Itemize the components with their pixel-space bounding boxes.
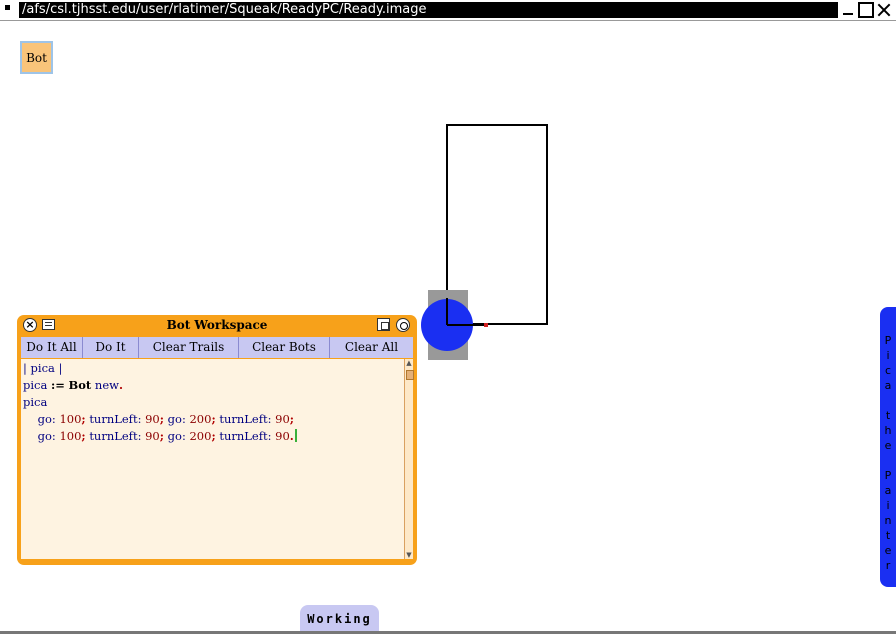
code-keyword: turnLeft: [89,412,142,426]
flap-label-char [886,393,890,408]
code-number: 90 [145,412,160,426]
bot-pen-dot [484,323,488,327]
scroll-thumb[interactable] [406,370,414,380]
cascade-semicolon: ; [289,412,295,426]
code-line-2: pica := Bot new. [23,377,402,394]
code-keyword: turnLeft: [219,429,272,443]
bot-trail [446,124,548,325]
window-menu-icon[interactable] [42,319,55,330]
flap-label-char: r [885,559,891,572]
code-keyword: go: [167,412,186,426]
code-keyword: turnLeft: [89,429,142,443]
code-keyword: turnLeft: [219,412,272,426]
flap-label-char: i [886,349,890,362]
expand-icon[interactable] [396,318,410,332]
clear-bots-button[interactable]: Clear Bots [239,337,330,358]
working-flap-tab[interactable]: Working [300,605,379,634]
minimize-icon[interactable] [840,2,856,18]
code-number: 90 [275,412,290,426]
code-message: new [94,378,119,392]
temp-declaration: | pica | [23,361,63,375]
flap-label-char: P [884,334,892,347]
statement-period: . [118,378,123,392]
code-keyword: go: [37,429,56,443]
clear-trails-button[interactable]: Clear Trails [139,337,239,358]
close-icon[interactable]: × [23,318,37,332]
code-line-4: go: 100; turnLeft: 90; go: 200; turnLeft… [23,411,402,428]
code-class-name: Bot [68,378,92,392]
do-it-button[interactable]: Do It [83,337,139,358]
cascade-semicolon: ; [81,429,86,443]
workspace-scrollbar[interactable]: ▲ ▼ [404,359,414,559]
cascade-semicolon: ; [211,412,216,426]
bottom-edge [0,631,896,634]
flap-label-char: a [884,484,892,497]
flap-label-char: e [884,544,892,557]
workspace-button-bar: Do It All Do It Clear Trails Clear Bots … [21,337,413,358]
clear-all-button[interactable]: Clear All [330,337,413,358]
text-caret [294,429,297,442]
maximize-icon[interactable] [858,2,874,18]
code-variable: pica [23,378,48,392]
statement-period: . [289,429,294,443]
cascade-semicolon: ; [159,412,164,426]
code-line-3: pica [23,394,402,411]
code-number: 200 [189,412,212,426]
code-number: 90 [145,429,160,443]
code-number: 200 [189,429,212,443]
flap-label-char: i [886,499,890,512]
bot-button[interactable]: Bot [20,41,53,74]
window-titlebar[interactable]: /afs/csl.tjhsst.edu/user/rlatimer/Squeak… [0,0,896,21]
scroll-up-icon[interactable]: ▲ [406,359,412,367]
flap-label-char: c [884,364,892,377]
window-menu-icon[interactable] [5,5,10,10]
cascade-semicolon: ; [211,429,216,443]
code-line-5: go: 100; turnLeft: 90; go: 200; turnLeft… [23,428,402,445]
scroll-down-icon[interactable]: ▼ [406,551,412,559]
window-title: /afs/csl.tjhsst.edu/user/rlatimer/Squeak… [19,2,838,18]
code-number: 100 [59,412,82,426]
code-keyword: go: [167,429,186,443]
code-keyword: go: [37,412,56,426]
flap-label-char: t [885,529,891,542]
cascade-semicolon: ; [81,412,86,426]
flap-label-char: h [884,424,892,437]
flap-label-char: e [884,439,892,452]
flap-label-char: n [884,514,892,527]
collapse-icon[interactable] [377,318,390,331]
cascade-semicolon: ; [159,429,164,443]
workspace-code-editor[interactable]: | pica | pica := Bot new. pica go: 100; … [21,359,404,559]
do-it-all-button[interactable]: Do It All [21,337,83,358]
flap-label-char: t [885,409,891,422]
code-line-1: | pica | [23,360,402,377]
code-number: 100 [59,429,82,443]
flap-label-char: a [884,379,892,392]
flap-label-char: P [884,469,892,482]
workspace-title: Bot Workspace [166,318,268,332]
code-variable: pica [23,395,48,409]
assign-operator: := [51,378,65,392]
flap-label-char [886,453,890,468]
bot-workspace-window[interactable]: Bot Workspace × Do It All Do It Clear Tr… [17,315,417,565]
code-number: 90 [275,429,290,443]
